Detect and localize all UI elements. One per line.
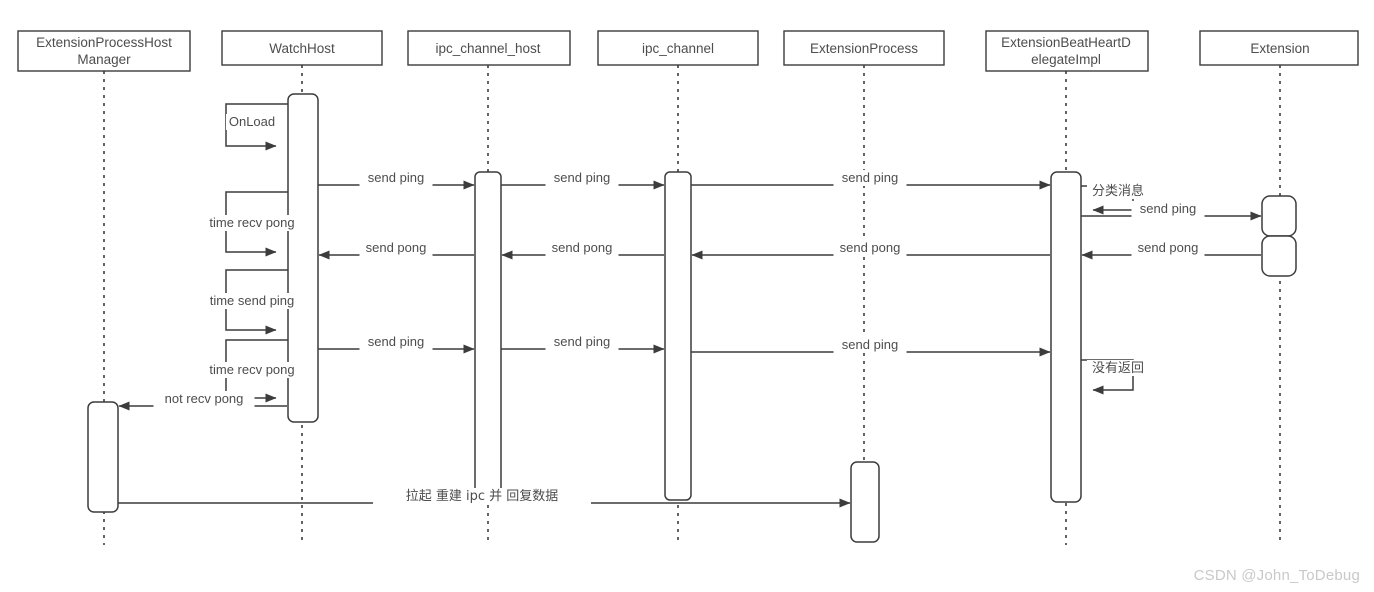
message-label-m-ping-2: send ping: [554, 170, 610, 185]
message-label-backing-m-time-recv-1: [198, 215, 306, 231]
participant-box-beatheart: [985, 30, 1149, 72]
participant-box-watchhost: [221, 30, 383, 66]
message-label-m-pong-4: send pong: [366, 240, 427, 255]
activation-bar-act-extproc: [850, 461, 880, 543]
message-label-m-time-send: time send ping: [210, 293, 295, 308]
participant-label2-ephm: Manager: [77, 52, 131, 67]
message-label-backing-m-pong-1: [1131, 240, 1205, 256]
message-label-m-ping-1: send ping: [368, 170, 424, 185]
message-label-m-noreturn: 没有返回: [1092, 361, 1144, 376]
activation-bar-act-beatheart: [1050, 171, 1082, 503]
participant-header-ipcchan[interactable]: ipc_channel: [597, 30, 759, 66]
participant-label-ipchost: ipc_channel_host: [435, 41, 540, 56]
activation-bar-act-ipchost: [474, 171, 502, 503]
message-label-m-classify: 分类消息: [1092, 183, 1144, 199]
message-label-backing-m-time-send: [198, 293, 306, 309]
message-label-backing-m-ping-5: [359, 334, 433, 350]
participant-box-ephm: [17, 30, 191, 72]
participant-box-extproc: [783, 30, 945, 66]
message-label-backing-m-classify: [1087, 183, 1149, 199]
message-label-backing-m-pong-2: [833, 240, 907, 256]
activation-bar-act-ext-top: [1261, 195, 1297, 237]
activations-layer: [87, 93, 1297, 543]
message-labels-layer: OnLoad send ping send ping send ping 分类消息 sen…: [153, 114, 1205, 504]
participant-label-extension: Extension: [1250, 41, 1309, 56]
message-label-backing-m-not-recv: [153, 391, 255, 407]
message-label-m-ping-5: send ping: [368, 334, 424, 349]
message-label-m-pong-3: send pong: [552, 240, 613, 255]
message-label-m-onload: OnLoad: [229, 114, 275, 129]
message-label-m-pull-up: 拉起 重建 ipc 并 回复数据: [406, 488, 559, 504]
message-label-backing-m-ping-4: [1131, 201, 1205, 217]
message-label-backing-m-pull-up: [373, 488, 591, 504]
participant-label-extproc: ExtensionProcess: [810, 41, 918, 56]
message-label-backing-m-pong-4: [359, 240, 433, 256]
watermark-credit: CSDN @John_ToDebug: [1193, 567, 1360, 584]
participant-header-extension[interactable]: Extension: [1199, 30, 1359, 66]
message-label-backing-m-ping-7: [833, 337, 907, 353]
message-label-m-pong-1: send pong: [1138, 240, 1199, 255]
message-label-backing-m-time-recv-2: [198, 362, 306, 378]
message-label-backing-m-pong-3: [545, 240, 619, 256]
activation-bar-act-ephm: [87, 401, 119, 513]
message-label-m-ping-6: send ping: [554, 334, 610, 349]
participant-box-extension: [1199, 30, 1359, 66]
participant-box-ipcchan: [597, 30, 759, 66]
participant-header-watchhost[interactable]: WatchHost: [221, 30, 383, 66]
participant-header-ipchost[interactable]: ipc_channel_host: [407, 30, 571, 66]
message-label-backing-m-ping-2: [545, 170, 619, 186]
participant-label-ipcchan: ipc_channel: [642, 41, 714, 56]
participant-label2-beatheart: elegateImpl: [1031, 52, 1101, 67]
message-label-backing-m-onload: [226, 114, 278, 130]
message-label-backing-m-ping-6: [545, 334, 619, 350]
message-label-m-ping-7: send ping: [842, 337, 898, 352]
participant-header-beatheart[interactable]: ExtensionBeatHeartD elegateImpl: [985, 30, 1149, 72]
activation-bar-act-ext-bottom: [1261, 235, 1297, 277]
message-label-backing-m-ping-1: [359, 170, 433, 186]
message-label-backing-m-ping-3: [833, 170, 907, 186]
message-label-m-ping-3: send ping: [842, 170, 898, 185]
message-label-m-not-recv: not recv pong: [165, 391, 244, 406]
activation-bar-act-watchhost: [287, 93, 319, 423]
participant-label-ephm: ExtensionProcessHost: [36, 35, 172, 50]
participant-box-ipchost: [407, 30, 571, 66]
message-label-m-time-recv-1: time recv pong: [209, 215, 294, 230]
activation-bar-act-ipcchan: [664, 171, 692, 501]
message-label-m-pong-2: send pong: [840, 240, 901, 255]
participant-header-extproc[interactable]: ExtensionProcess: [783, 30, 945, 66]
message-label-m-ping-4: send ping: [1140, 201, 1196, 216]
participant-label-watchhost: WatchHost: [269, 41, 335, 56]
message-label-m-time-recv-2: time recv pong: [209, 362, 294, 377]
participant-label-beatheart: ExtensionBeatHeartD: [1001, 35, 1131, 50]
message-label-backing-m-noreturn: [1087, 360, 1149, 376]
